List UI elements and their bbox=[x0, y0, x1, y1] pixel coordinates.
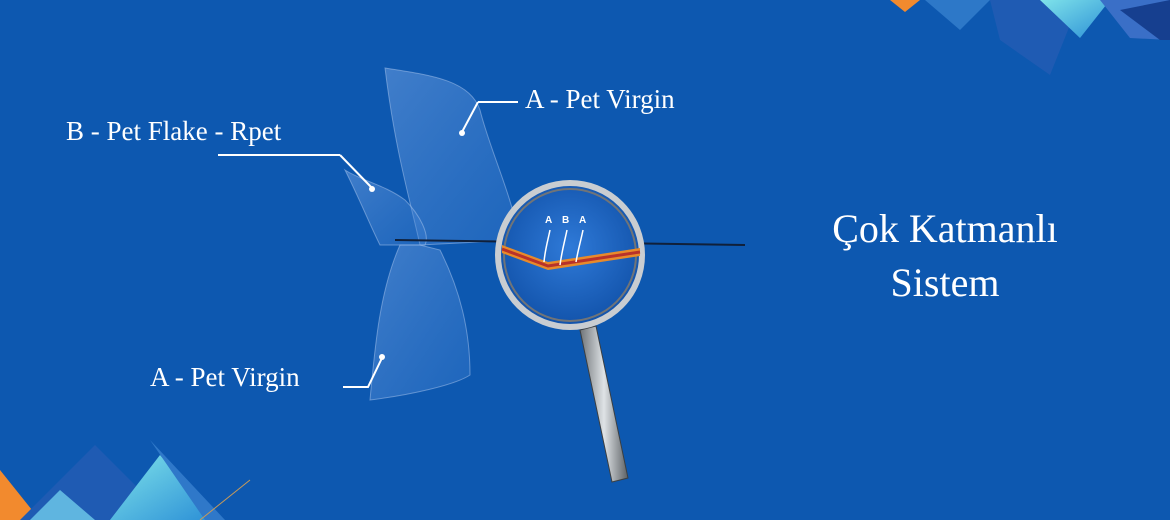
label-layer-b: B - Pet Flake - Rpet bbox=[66, 116, 282, 146]
lens-layer-letter-b: B bbox=[562, 215, 570, 226]
title-line-1: Çok Katmanlı bbox=[832, 206, 1058, 251]
lens-layer-letter-a-outer: A bbox=[545, 215, 553, 226]
label-layer-a-top: A - Pet Virgin bbox=[525, 84, 675, 114]
magnifying-glass-icon bbox=[495, 180, 645, 483]
section-title: Çok Katmanlı Sistem bbox=[790, 202, 1100, 310]
sheet-illustration bbox=[343, 67, 746, 401]
callout-lines bbox=[218, 101, 518, 388]
callout-dot-a-top bbox=[459, 130, 465, 136]
corner-decor-top-right bbox=[890, 0, 1170, 75]
lens-layer-letter-a-inner: A bbox=[579, 215, 587, 226]
label-layer-a-bottom: A - Pet Virgin bbox=[150, 362, 300, 392]
callout-dot-b bbox=[369, 186, 375, 192]
callout-dot-a-bottom bbox=[379, 354, 385, 360]
corner-decor-bottom-left bbox=[0, 440, 251, 520]
title-line-2: Sistem bbox=[890, 260, 1000, 305]
